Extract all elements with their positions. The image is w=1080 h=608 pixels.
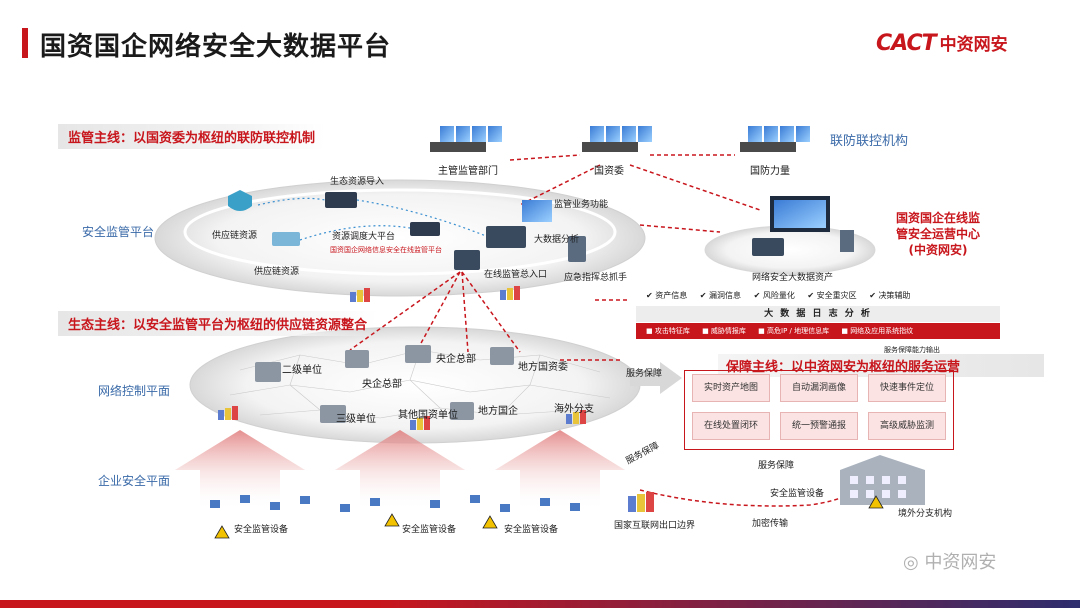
ecology-mainline: 生态主线：以安全监管平台为枢纽的供应链资源整合 [58, 311, 378, 336]
supervision-plane-inner [183, 188, 617, 276]
analysis-top-item: ✔ 风险量化 [753, 291, 795, 300]
analysis-top-row: ✔ 资产信息 ✔ 漏洞信息 ✔ 风险量化 ✔ 安全重灾区 ✔ 决策辅助 [636, 288, 1000, 304]
analysis-top-item: ✔ 决策辅助 [869, 291, 911, 300]
soc-line-3: (中资网安) [908, 243, 968, 257]
network-devices [255, 345, 514, 423]
analysis-bottom-row: ■ 攻击特征库 ■ 威胁情报库 ■ 高危IP / 地理信息库 ■ 网络及应用系统… [636, 323, 1000, 339]
joint-mechanism-label: 联防联控机构 [830, 134, 909, 149]
eco-import-label: 生态资源导入 [330, 177, 385, 187]
security-supervision-plane-label: 安全监管平台 [82, 225, 155, 239]
analysis-bottom-item: ■ 攻击特征库 [646, 327, 690, 335]
border-label: 国家互联网出口边界 [614, 521, 696, 531]
resource-platform-label: 资源调度大平台 [332, 232, 396, 242]
biz-function-label: 监管业务功能 [554, 200, 609, 210]
level3-label: 三级单位 [336, 414, 376, 425]
big-data-label: 大数据分析 [534, 235, 580, 245]
supervision-mainline: 监管主线：以国资委为枢纽的联防联控机制 [58, 124, 326, 149]
brand-name: 中资网安 [939, 35, 1008, 55]
soc-asset-label: 网络安全大数据资产 [752, 273, 834, 283]
emergency-label: 应急指挥总抓手 [564, 273, 628, 283]
supervision-flows [257, 197, 487, 241]
central-hq-label: 央企总部 [362, 379, 402, 390]
service-guarantee-label-3: 服务保障 [758, 461, 795, 471]
security-device-label-2: 安全监管设备 [402, 525, 457, 535]
soc-center-label: 国资国企在线监 管安全运营中心 (中资网安) [878, 210, 998, 276]
footer-bar [0, 600, 1080, 608]
other-units-label: 其他国资单位 [398, 410, 458, 421]
warning-icons [214, 495, 884, 539]
service-frame [684, 370, 954, 450]
server-main-dept [430, 126, 502, 152]
service-item: 实时资产地图 [692, 374, 770, 402]
service-item: 高级威胁监测 [868, 412, 946, 440]
supply-chain-label-2: 供应链资源 [254, 267, 300, 277]
watermark: ◎ 中资网安 [903, 548, 996, 574]
service-grid: 实时资产地图 自动漏洞画像 快速事件定位 在线处置闭环 统一预警通报 高级威胁监… [688, 374, 948, 446]
guarantee-mainline: 保障主线：以中资网安为枢纽的服务运营 [718, 354, 1044, 377]
watermark-text: 中资网安 [924, 552, 997, 573]
analysis-top-item: ✔ 资产信息 [646, 291, 688, 300]
main-dept-label: 主管监管部门 [438, 166, 498, 177]
local-sasac-label: 地方国资委 [518, 362, 568, 373]
soc-devices [752, 196, 854, 256]
encrypted-label: 加密传输 [752, 519, 789, 529]
analysis-bottom-item: ■ 网络及应用系统指纹 [841, 327, 914, 335]
service-item: 统一预警通报 [780, 412, 858, 440]
wechat-icon: ◎ [903, 552, 925, 573]
soc-line-2: 管安全运营中心 [895, 227, 980, 241]
defense-label: 国防力量 [750, 166, 790, 177]
supervision-devices [228, 190, 586, 270]
network-control-plane-label: 网络控制平面 [98, 384, 171, 398]
page-title: 国资国企网络安全大数据平台 [40, 32, 392, 62]
level2-label: 二级单位 [282, 365, 322, 376]
service-arrow [630, 362, 682, 394]
overseas-label: 海外分支 [554, 404, 594, 415]
server-sasac [582, 126, 652, 152]
service-item: 自动漏洞画像 [780, 374, 858, 402]
supply-chain-label-1: 供应链资源 [212, 231, 258, 241]
analysis-bottom-item: ■ 高危IP / 地理信息库 [758, 327, 830, 335]
sasac-label: 国资委 [594, 166, 624, 177]
top-links [509, 154, 761, 233]
analysis-top-item: ✔ 安全重灾区 [807, 291, 857, 300]
entrance-label: 在线监管总入口 [484, 270, 548, 280]
local-soe-label: 地方国企 [478, 406, 518, 417]
service-item: 在线处置闭环 [692, 412, 770, 440]
analysis-top-item: ✔ 漏洞信息 [699, 291, 742, 300]
capability-out-label: 服务保障能力输出 [884, 346, 940, 354]
enterprise-icons [210, 495, 580, 512]
service-guarantee-label-1: 服务保障 [626, 369, 663, 379]
upward-arrows [175, 430, 625, 510]
firewall-icons [218, 286, 654, 512]
big-data-analysis-panel: ✔ 资产信息 ✔ 漏洞信息 ✔ 风险量化 ✔ 安全重灾区 ✔ 决策辅助 大 数 … [636, 288, 1000, 344]
analysis-bottom-item: ■ 威胁情报库 [702, 327, 746, 335]
brand-logo-mark: CACT [876, 31, 937, 56]
security-device-label-3: 安全监管设备 [504, 525, 559, 535]
soc-line-1: 国资国企在线监 [895, 211, 980, 225]
server-defense [740, 126, 810, 152]
title-accent-bar [22, 28, 28, 58]
overseas-org-label: 境外分支机构 [898, 509, 953, 519]
enterprise-security-plane-label: 企业安全平面 [98, 474, 171, 488]
security-device-label-4: 安全监管设备 [770, 489, 825, 499]
security-device-label-1: 安全监管设备 [234, 525, 289, 535]
analysis-title: 大 数 据 日 志 分 析 [636, 306, 1000, 322]
central-hq2-label: 央企总部 [436, 354, 476, 365]
platform-red-label: 国资国企网络信息安全在线监管平台 [330, 246, 442, 254]
overseas-building [840, 455, 925, 505]
service-item: 快速事件定位 [868, 374, 946, 402]
